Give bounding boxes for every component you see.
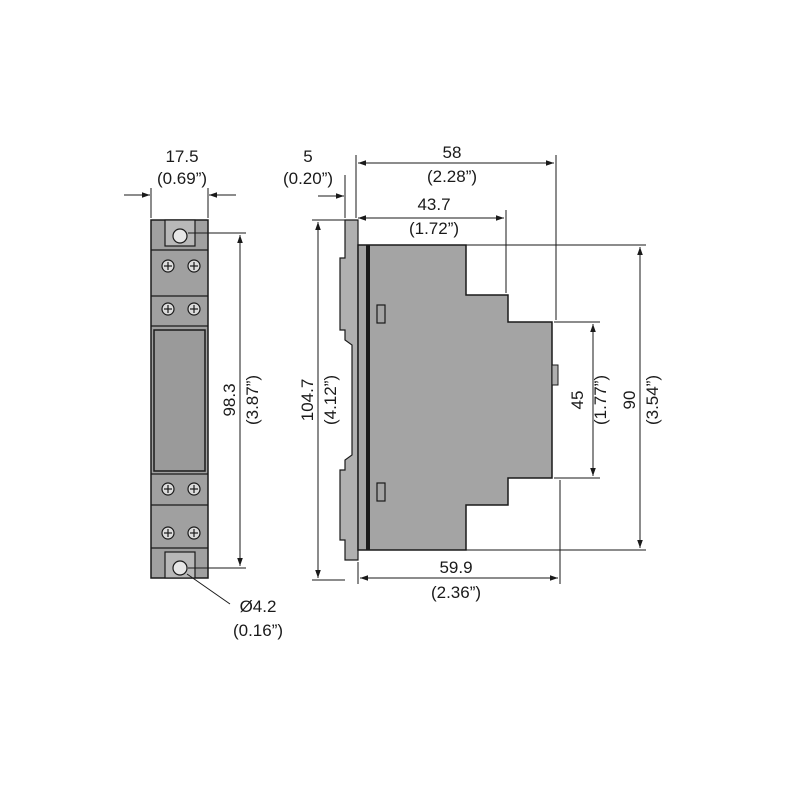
top-mount-hole [172,228,188,244]
label-total-height-mm: 104.7 [298,379,317,422]
side-slot-top [376,304,386,324]
label-base-depth-in: (2.36”) [431,583,481,602]
label-body-height-in: (3.54”) [643,375,662,425]
label-hole-mm: Ø4.2 [240,597,277,616]
label-front-height-in: (1.77”) [591,375,610,425]
dim-width-front [124,188,236,218]
side-front-edge [366,245,370,550]
front-window [153,329,206,472]
dim-depth [355,155,557,320]
label-step-in: (1.72”) [409,219,459,238]
dim-body-height [466,244,646,551]
side-knob [551,364,559,386]
label-width-in: (0.69”) [157,169,207,188]
bottom-mount-hole [172,560,188,576]
terminal-screws [161,259,201,540]
label-body-height-mm: 90 [620,391,639,410]
label-offset-in: (0.20”) [283,169,333,188]
label-height-front-mm: 98.3 [220,383,239,416]
dim-step [358,210,507,293]
label-offset-mm: 5 [303,147,312,166]
dim-height-front [188,232,246,569]
label-height-front-in: (3.87”) [243,375,262,425]
label-width-mm: 17.5 [165,147,198,166]
dim-total-height [312,219,345,581]
label-step-mm: 43.7 [417,195,450,214]
side-slot-bottom [376,482,386,502]
label-hole-in: (0.16”) [233,621,283,640]
front-view [150,219,209,579]
side-view [339,219,559,561]
hole-leader [186,573,231,605]
side-body [357,244,553,551]
label-depth-in: (2.28”) [427,167,477,186]
din-clip [339,219,359,561]
label-base-depth-mm: 59.9 [439,558,472,577]
dim-front-height [554,321,600,479]
dim-base-depth [357,480,561,584]
label-total-height-in: (4.12”) [321,375,340,425]
dim-offset [318,175,346,218]
label-front-height-mm: 45 [568,391,587,410]
label-depth-mm: 58 [443,143,462,162]
